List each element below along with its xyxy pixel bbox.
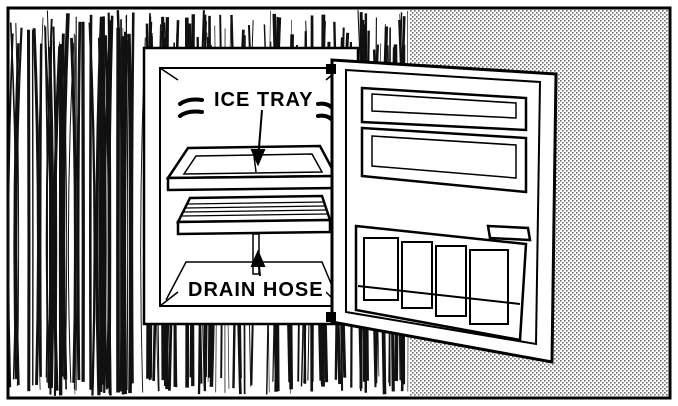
drip-tray (178, 196, 330, 234)
ice-tray-label: ICE TRAY (214, 89, 314, 111)
drain-hose-label: DRAIN HOSE (188, 279, 324, 301)
door-latch (488, 226, 530, 240)
wood-grain-line (40, 44, 41, 377)
wood-grain-line (90, 15, 91, 390)
ice-tray-shelf (168, 146, 336, 190)
wood-grain-line (129, 34, 131, 393)
refrigerator-door (326, 60, 556, 362)
